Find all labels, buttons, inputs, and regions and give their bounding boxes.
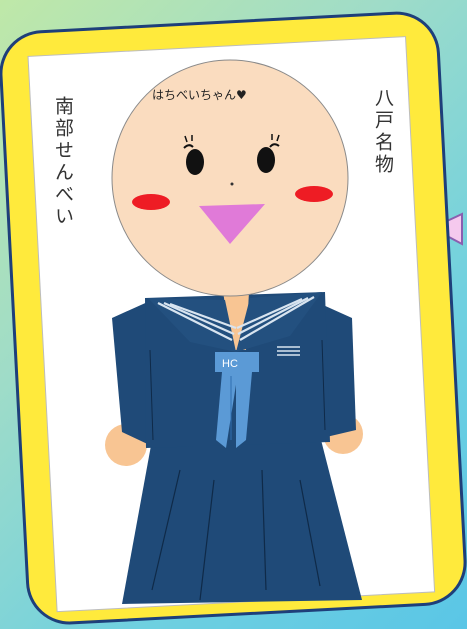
right-vertical-text: 八戸名物 xyxy=(372,88,394,176)
right-cheek xyxy=(295,186,333,202)
left-sleeve xyxy=(112,300,156,448)
face xyxy=(111,59,349,297)
right-eye xyxy=(257,134,280,173)
skirt xyxy=(122,436,362,604)
left-vertical-text: 南部せんべい xyxy=(52,96,74,228)
sailor-collar-left xyxy=(148,298,236,352)
tie-emblem-label: HC xyxy=(222,358,238,370)
left-cheek xyxy=(132,194,170,210)
left-eye xyxy=(183,135,204,175)
character-name-label: はちべいちゃん♥ xyxy=(152,88,247,102)
nose xyxy=(230,182,234,186)
mouth xyxy=(199,204,265,244)
sailor-collar-right xyxy=(236,292,322,352)
tie-knot xyxy=(215,352,259,372)
tie-left-tail xyxy=(216,372,238,448)
tie-right-tail xyxy=(236,372,252,448)
